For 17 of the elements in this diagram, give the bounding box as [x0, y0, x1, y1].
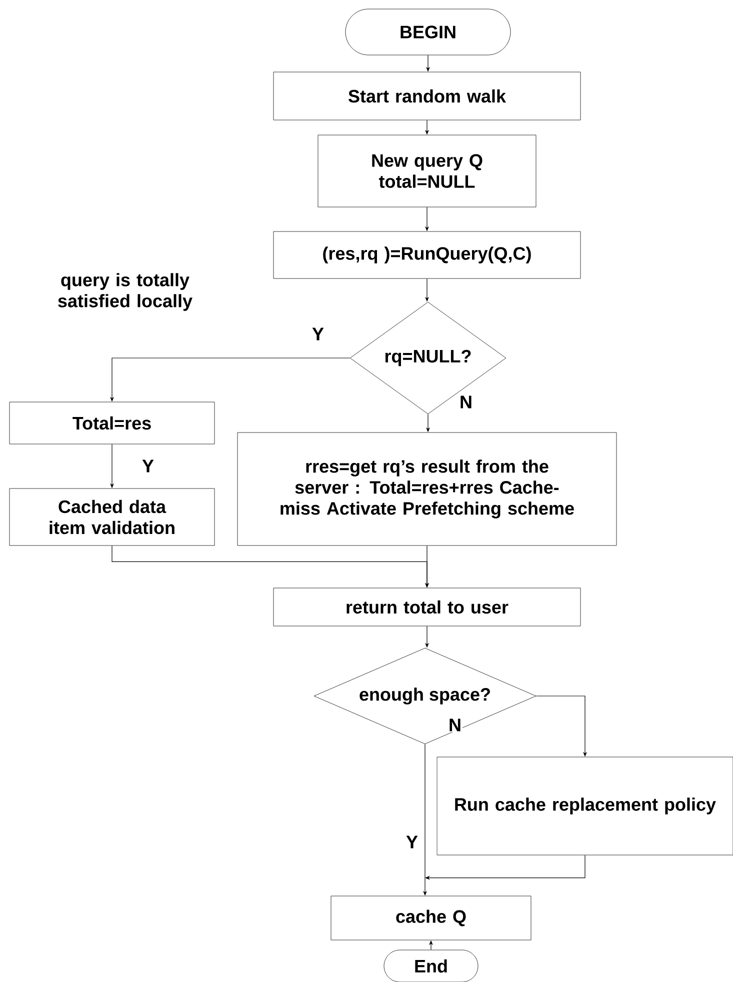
process-box: New query Q total=NULL	[318, 134, 536, 208]
edge-label: Y	[141, 458, 155, 474]
edge-label: Y	[311, 326, 325, 342]
process-box: return total to user	[273, 588, 581, 626]
process-box: Run cache replacement policy	[436, 756, 733, 856]
process-box: (res,rq )=RunQuery(Q,C)	[273, 231, 581, 279]
process-box: cache Q	[330, 896, 532, 940]
process-box: Total=res	[9, 402, 215, 444]
note-text: query is totally satisfied locally	[58, 273, 192, 311]
process-box: Start random walk	[273, 72, 581, 120]
edge-label: Y	[405, 834, 419, 850]
terminal-box: End	[384, 950, 478, 982]
edge-label: N	[458, 394, 474, 410]
terminal-box: BEGIN	[345, 8, 511, 56]
process-box: Cached data item validation	[9, 488, 215, 546]
process-box: rres=get rq’s result from the server : Total=res+rres Cache-miss Activate Prefetching scheme	[237, 432, 617, 546]
edge-label: N	[448, 718, 462, 732]
